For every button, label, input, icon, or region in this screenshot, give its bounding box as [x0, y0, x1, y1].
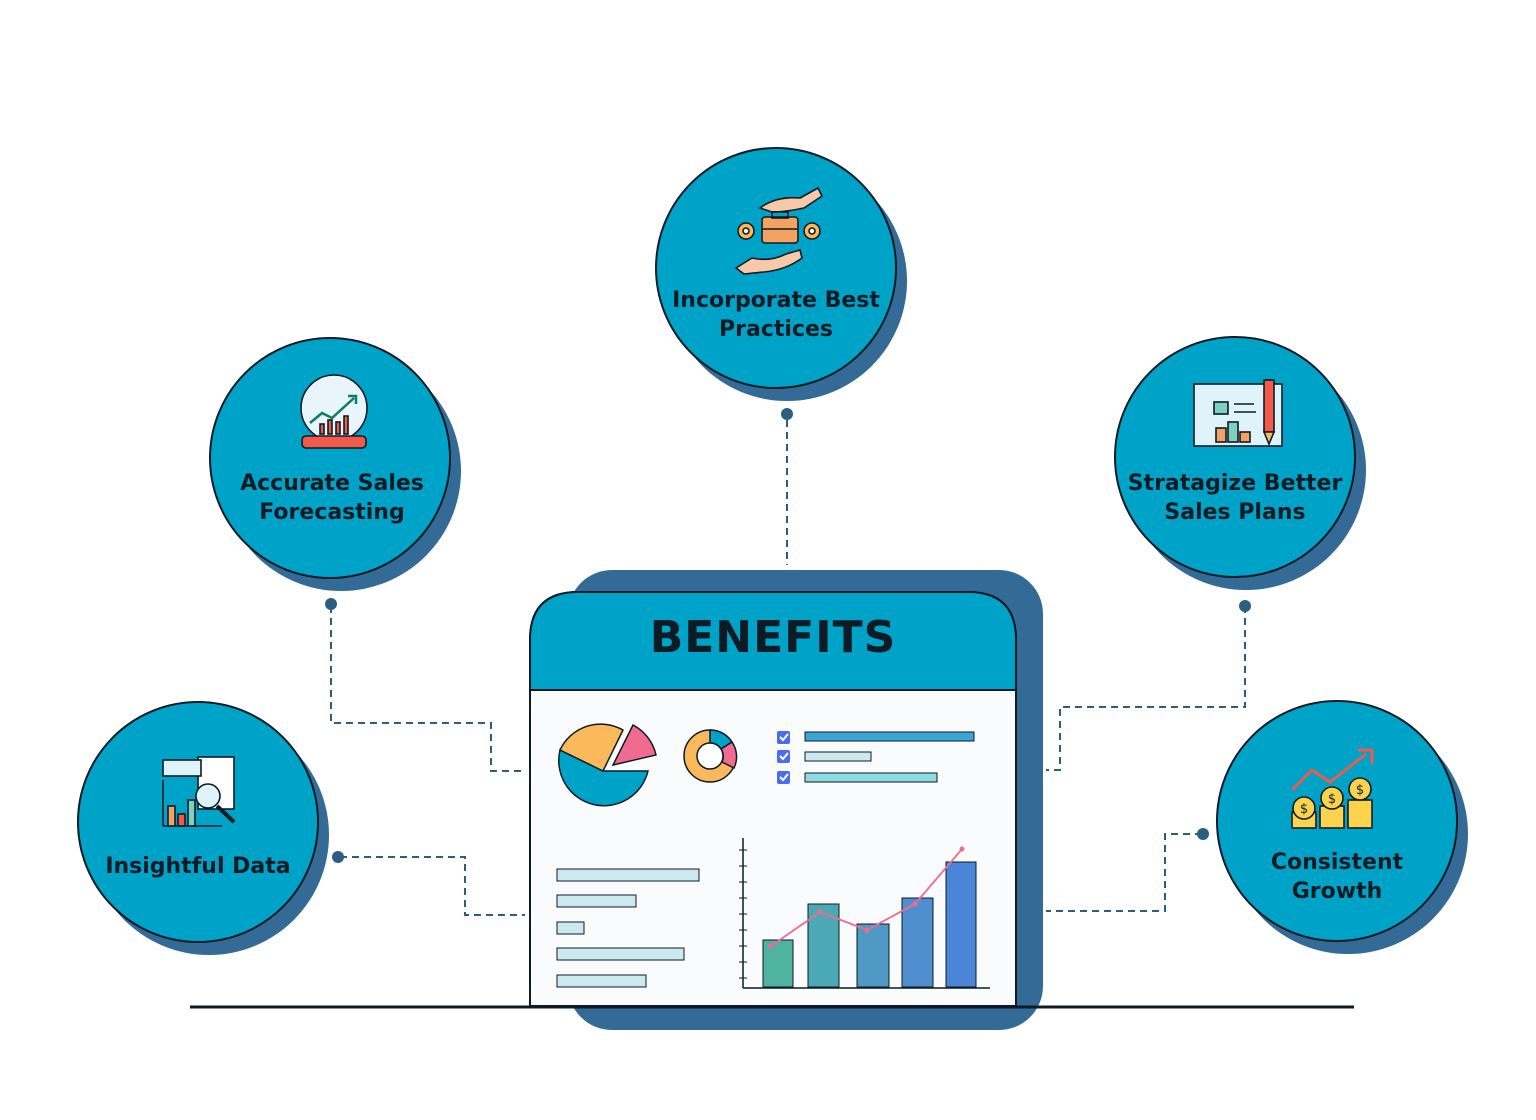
benefit-label-best-practices: Incorporate Best Practices [672, 288, 880, 342]
benefit-label-growth: Consistent Growth [1270, 850, 1404, 904]
benefit-circle-top [655, 147, 907, 401]
crystal-ball-icon [300, 374, 368, 449]
benefit-label-forecasting: Accurate Sales Forecasting [240, 471, 424, 525]
connector-dots [325, 408, 1251, 863]
data-analysis-icon [162, 756, 236, 827]
connector-dot-insightful [332, 851, 344, 863]
bar-chart-icon [739, 838, 990, 989]
benefit-label-insightful: Insightful Data [105, 854, 291, 879]
connector-growth [1046, 833, 1202, 912]
benefit-circle-growth [1216, 700, 1468, 954]
handshake-briefcase-icon [734, 186, 824, 275]
blueprint-plan-icon [1193, 379, 1283, 447]
connector-insightful [340, 856, 525, 916]
growth-coins-icon: $ $ $ [1290, 748, 1374, 829]
pie-chart-icon [558, 723, 657, 807]
benefit-circle-forecasting [209, 337, 461, 591]
connectors [330, 420, 1246, 916]
benefits-board [529, 570, 1043, 1030]
connector-dot-growth [1197, 828, 1209, 840]
horizontal-bars-icon [556, 868, 700, 988]
benefit-label-strategize: Stratagize Better Sales Plans [1127, 471, 1343, 525]
connector-dot-top [781, 408, 793, 420]
connector-strategize [1046, 606, 1246, 771]
svg-text:$: $ [1300, 802, 1308, 817]
board-header [529, 591, 1017, 691]
connector-dot-forecasting [325, 598, 337, 610]
checklist-icon [777, 731, 975, 784]
donut-chart-icon [683, 729, 738, 783]
board-title: BENEFITS [649, 612, 897, 663]
benefit-circle-insightful [77, 701, 329, 955]
connector-forecasting [330, 606, 525, 772]
benefit-circle-strategize [1114, 336, 1366, 590]
svg-text:$: $ [1356, 783, 1364, 798]
connector-dot-strategize [1239, 600, 1251, 612]
svg-text:$: $ [1328, 792, 1336, 807]
